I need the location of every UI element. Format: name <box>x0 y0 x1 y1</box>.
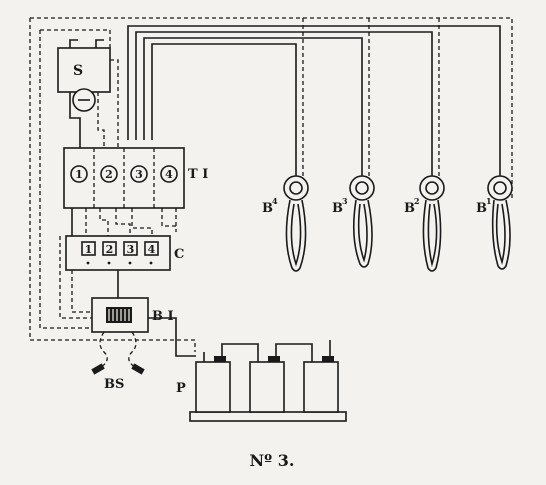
bell-indicator-window <box>106 307 132 323</box>
lamp-b3 <box>349 175 375 268</box>
tb-to-c-e <box>161 208 176 227</box>
commutator-label: C <box>174 247 184 262</box>
comm-key-1: 1 <box>81 241 96 256</box>
lamp-b4 <box>283 175 309 272</box>
feed-b1 <box>127 25 501 178</box>
switch-s-terminals <box>69 39 104 48</box>
comm-key-3: 3 <box>123 241 138 256</box>
tb-to-c-c <box>115 208 131 236</box>
battery-label: P <box>176 381 186 396</box>
outer-dashed-loop <box>29 18 196 352</box>
s-to-tb-3 <box>110 59 119 148</box>
tb-terminal-3: 3 <box>130 165 148 183</box>
switch-s-box <box>57 47 111 93</box>
lamp-b2 <box>419 175 445 272</box>
tb-terminal-1-num: 1 <box>75 168 83 181</box>
switch-s-label: S <box>73 63 83 79</box>
comm-dots <box>86 261 153 265</box>
lamp-b1 <box>487 175 513 270</box>
bs-wire-left <box>99 331 108 369</box>
comm-key-4-num: 4 <box>148 243 156 256</box>
feed-b4 <box>151 43 297 178</box>
tb-terminal-3-num: 3 <box>135 168 143 181</box>
s-to-tb-1 <box>69 92 81 148</box>
inner-top-dashed <box>40 29 111 48</box>
comm-key-3-num: 3 <box>127 243 135 256</box>
lamp-b3-sup: 3 <box>342 196 348 206</box>
tb-terminal-2-num: 2 <box>105 168 113 181</box>
bell-indicator-hatch <box>108 309 130 321</box>
bs-wire-right <box>128 331 137 369</box>
comm-key-1-num: 1 <box>85 243 93 256</box>
comm-key-2-num: 2 <box>106 243 114 256</box>
comm-key-2: 2 <box>102 241 117 256</box>
battery-cell-3 <box>303 350 339 413</box>
lamp-b2-sup: 2 <box>414 196 420 206</box>
bell-switch-label: BS <box>104 377 124 392</box>
tb-terminal-2: 2 <box>100 165 118 183</box>
lamp-b4-label: B <box>262 201 273 216</box>
c-to-bi-2 <box>71 270 92 313</box>
tb-to-c-d <box>131 208 153 236</box>
lamp-b2-label: B <box>404 201 415 216</box>
tb-to-c-b <box>99 208 109 236</box>
figure-caption: Nº 3. <box>250 451 295 470</box>
feed-b3 <box>143 37 363 178</box>
battery-base <box>189 411 347 422</box>
battery-cell-2 <box>249 350 285 413</box>
bi-to-battery <box>148 317 196 357</box>
bell-indicator-label: B I <box>152 309 174 324</box>
battery-links <box>221 343 313 352</box>
top-dashed-bus <box>30 17 513 200</box>
tb-terminal-4-num: 4 <box>165 168 173 181</box>
terminal-block-label: T I <box>188 167 208 182</box>
lamp-b1-sup: 1 <box>486 196 492 206</box>
lamp-b3-label: B <box>332 201 343 216</box>
s-to-tb-2 <box>97 92 105 148</box>
bell-switch-plug-left <box>91 363 105 375</box>
feed-b2 <box>135 31 433 178</box>
tb-terminal-1: 1 <box>70 165 88 183</box>
lamp-b4-sup: 4 <box>272 196 278 206</box>
comm-key-4: 4 <box>144 241 159 256</box>
lamp-b1-label: B <box>476 201 487 216</box>
bell-switch-plug-right <box>131 363 145 375</box>
tb-terminal-4: 4 <box>160 165 178 183</box>
battery-cell-1 <box>195 350 231 413</box>
inner-dashed-loop <box>39 30 90 329</box>
